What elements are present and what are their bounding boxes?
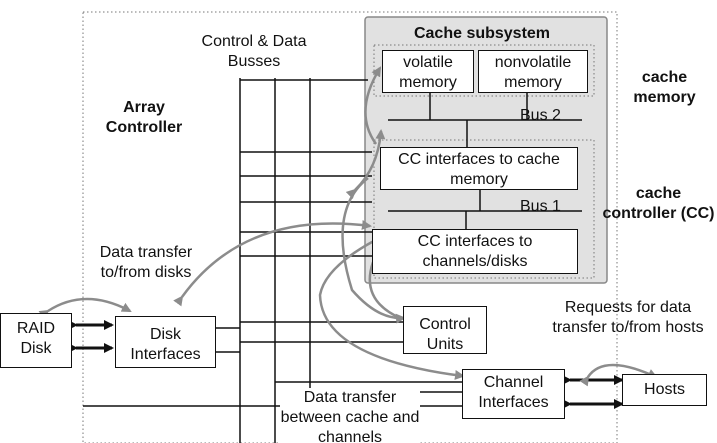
cc-cache-memory-box: CC interfaces to cache memory bbox=[380, 147, 578, 190]
cache-memory-label: cache memory bbox=[633, 69, 696, 106]
bus-1-label: Bus 1 bbox=[520, 198, 561, 211]
raid-disk-box: RAID Disk bbox=[0, 313, 72, 368]
array-controller-label: Array Controller bbox=[105, 99, 183, 136]
channel-host-links bbox=[562, 375, 624, 409]
nonvolatile-memory-box: nonvolatile memory bbox=[478, 50, 588, 93]
raid-disk-links bbox=[68, 320, 114, 353]
channel-transfer-label: Data transfer between cache and channels bbox=[280, 388, 420, 443]
bus-2-label: Bus 2 bbox=[520, 107, 561, 122]
control-units-box: Control Units bbox=[403, 306, 487, 354]
flow-arrows bbox=[38, 66, 658, 387]
hosts-box: Hosts bbox=[622, 374, 707, 406]
bus-2-lines bbox=[388, 93, 582, 147]
busses-label: Control & Data Busses bbox=[201, 33, 307, 70]
bus-1-lines bbox=[388, 190, 582, 229]
channel-interfaces-box: Channel Interfaces bbox=[462, 369, 565, 419]
requests-label: Requests for data transfer to/from hosts bbox=[552, 299, 704, 336]
array-controller-frame bbox=[82, 11, 618, 443]
cache-controller-label: cache controller (CC) bbox=[602, 185, 715, 222]
disk-interfaces-box: Disk Interfaces bbox=[115, 316, 216, 368]
disk-transfer-label: Data transfer to/from disks bbox=[99, 244, 193, 281]
cache-controller-group bbox=[373, 139, 595, 279]
cc-channels-disks-box: CC interfaces to channels/disks bbox=[372, 229, 578, 274]
volatile-memory-box: volatile memory bbox=[382, 50, 474, 93]
cache-subsystem-label: Cache subsystem bbox=[413, 25, 551, 42]
